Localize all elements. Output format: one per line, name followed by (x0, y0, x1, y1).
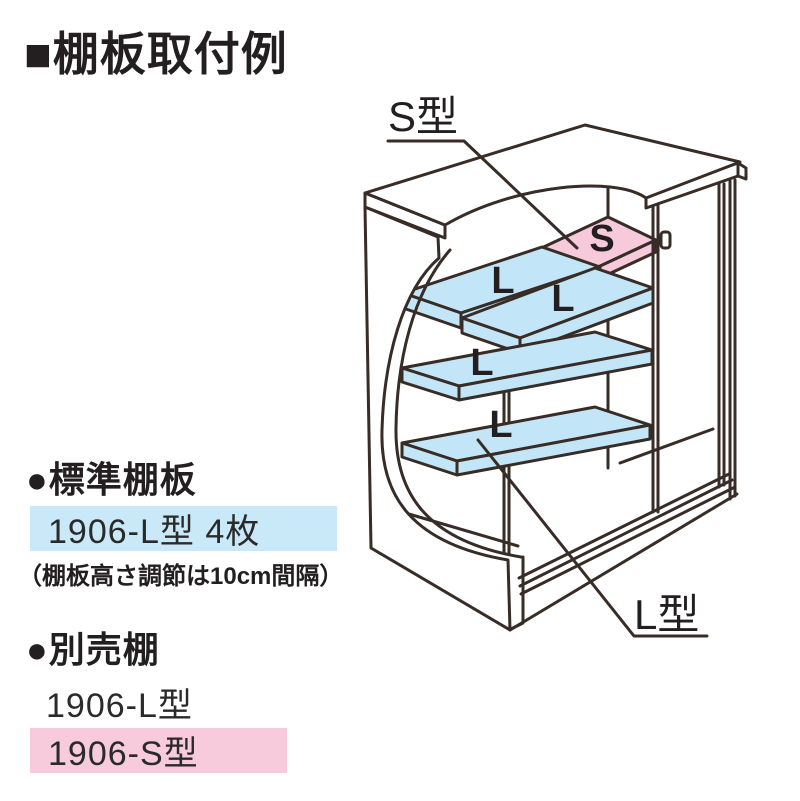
floor-right-base-edge (618, 427, 715, 465)
callout-s-type: S型 (386, 93, 579, 250)
page-title: ■棚板取付例 (24, 28, 288, 80)
standard-shelf-heading: ●標準棚板 (26, 459, 197, 500)
floor-front-edge (400, 510, 520, 548)
standard-shelf-highlight-box: 1906-L型 4枚 (30, 506, 337, 551)
l-type-label: L型 (634, 591, 699, 638)
shelf-l-row3: L (400, 404, 652, 477)
optional-shelf-highlight-box: 1906-S型 (30, 728, 287, 773)
s-type-callout-line (386, 139, 579, 250)
roof-right-cap (736, 161, 748, 181)
rail-line-1 (517, 472, 731, 580)
left-wall-inner-arc (394, 248, 523, 559)
l-type-callout-line (476, 438, 709, 638)
callout-l-type: L型 (476, 438, 709, 638)
optional-shelf-highlight-text: 1906-S型 (48, 735, 199, 773)
rail-line-3 (519, 485, 737, 596)
door-handle (659, 230, 672, 250)
standard-shelf-note: （棚板高さ調節は10cm間隔） (18, 563, 344, 590)
standard-shelf-highlight-text: 1906-L型 4枚 (48, 513, 261, 551)
left-wall-cut-face (509, 555, 525, 631)
left-wall-panel (363, 205, 512, 632)
door-rails (508, 472, 739, 632)
left-wall (363, 205, 525, 632)
shelf-s-letter: S (589, 218, 614, 260)
base-front-edge (508, 492, 739, 632)
s-type-label: S型 (388, 93, 458, 140)
optional-shelf-item: 1906-L型 (46, 687, 193, 725)
shelf-letter: L (491, 260, 514, 302)
shelf-letter: L (551, 278, 574, 320)
roof (363, 123, 742, 240)
shelf-letter: L (470, 342, 493, 384)
roof-top (363, 123, 742, 227)
rail-line-2 (518, 478, 734, 588)
door-section (644, 161, 748, 514)
shelf-letter: L (489, 404, 512, 446)
shelf-front-edge (455, 423, 652, 477)
optional-shelf-heading: ●別売棚 (26, 629, 160, 670)
